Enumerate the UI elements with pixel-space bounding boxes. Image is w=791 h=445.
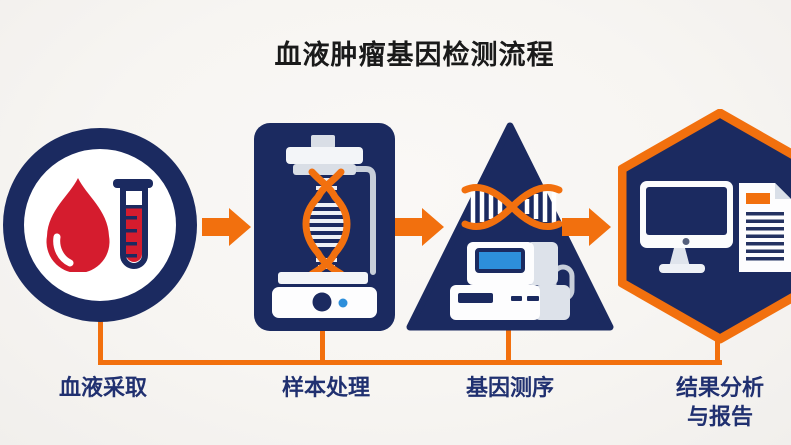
step3-triangle-shape <box>406 122 614 331</box>
arrow-right-icon <box>562 208 611 246</box>
blood-drop-test-tube-icon <box>46 178 153 272</box>
arrow-right-icon <box>395 208 444 246</box>
connector-drop-step4 <box>715 338 720 362</box>
step4-label: 结果分析 与报告 <box>675 375 764 429</box>
arrow-right-icon <box>202 208 251 246</box>
step4-hexagon-shape <box>618 109 791 344</box>
connector-drop-step1 <box>98 320 103 362</box>
step3-label: 基因测序 <box>465 375 554 400</box>
dna-extraction-machine-icon <box>272 135 377 318</box>
connector-rail <box>98 360 722 365</box>
page-title: 血液肿瘤基因检测流程 <box>274 40 555 70</box>
step2-square-shape <box>254 123 395 331</box>
step2-label: 样本处理 <box>281 375 370 400</box>
connector-drop-step3 <box>506 329 511 362</box>
step1-label: 血液采取 <box>58 375 147 400</box>
step1-circle-shape <box>3 128 197 322</box>
connector-drop-step2 <box>320 330 325 362</box>
